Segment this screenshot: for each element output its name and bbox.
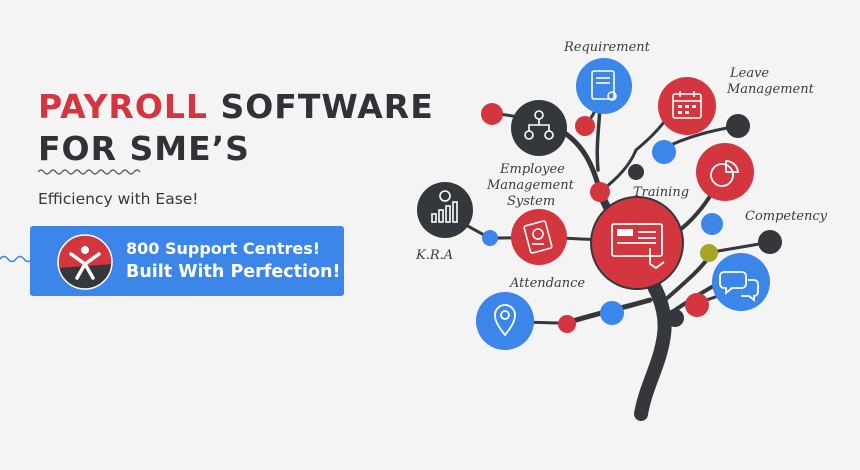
squiggle-divider <box>38 169 141 175</box>
node-employee[interactable] <box>511 100 567 156</box>
label-attendance: Attendance <box>509 276 585 291</box>
node-requirement[interactable] <box>576 58 632 114</box>
headline: PAYROLL SOFTWARE FOR SME’S <box>38 86 434 170</box>
headline-rest: SOFTWARE <box>207 87 434 126</box>
accent-dots <box>481 103 782 333</box>
support-line2: Built With Perfection! <box>126 262 341 282</box>
support-line1: 800 Support Centres! <box>126 239 321 258</box>
label-employee-1: Employee <box>499 162 565 177</box>
label-leave-1: Leave <box>729 66 769 81</box>
pie-chart-icon <box>710 160 739 187</box>
node-leave[interactable] <box>658 77 716 135</box>
certificate-icon <box>591 70 617 101</box>
label-competency: Competency <box>745 209 828 224</box>
label-leave-2: Management <box>726 82 815 97</box>
node-kra[interactable] <box>417 182 473 238</box>
label-training: Training <box>633 185 689 200</box>
node-attendance[interactable] <box>476 292 534 350</box>
calendar-icon <box>672 91 702 119</box>
node-ems[interactable] <box>511 209 567 265</box>
id-card-icon <box>523 220 553 254</box>
label-requirement: Requirement <box>563 40 651 55</box>
node-chat[interactable] <box>712 253 770 311</box>
chat-bubbles-icon <box>719 271 759 302</box>
node-training[interactable] <box>590 196 684 290</box>
headline-accent: PAYROLL <box>38 87 208 126</box>
label-employee-2: Management <box>486 178 575 193</box>
bar-chart-icon <box>431 190 458 223</box>
location-pin-icon <box>494 304 516 337</box>
person-logo-icon <box>57 234 113 290</box>
org-chart-icon <box>524 110 554 140</box>
tagline: Efficiency with Ease! <box>38 190 199 208</box>
headline-line2: FOR SME’S <box>38 129 250 168</box>
label-kra: K.R.A <box>415 248 453 263</box>
node-competency[interactable] <box>696 143 754 201</box>
support-banner[interactable]: 800 Support Centres! Built With Perfecti… <box>30 226 344 296</box>
label-employee-3: System <box>507 194 555 209</box>
touch-screen-icon <box>611 223 665 270</box>
